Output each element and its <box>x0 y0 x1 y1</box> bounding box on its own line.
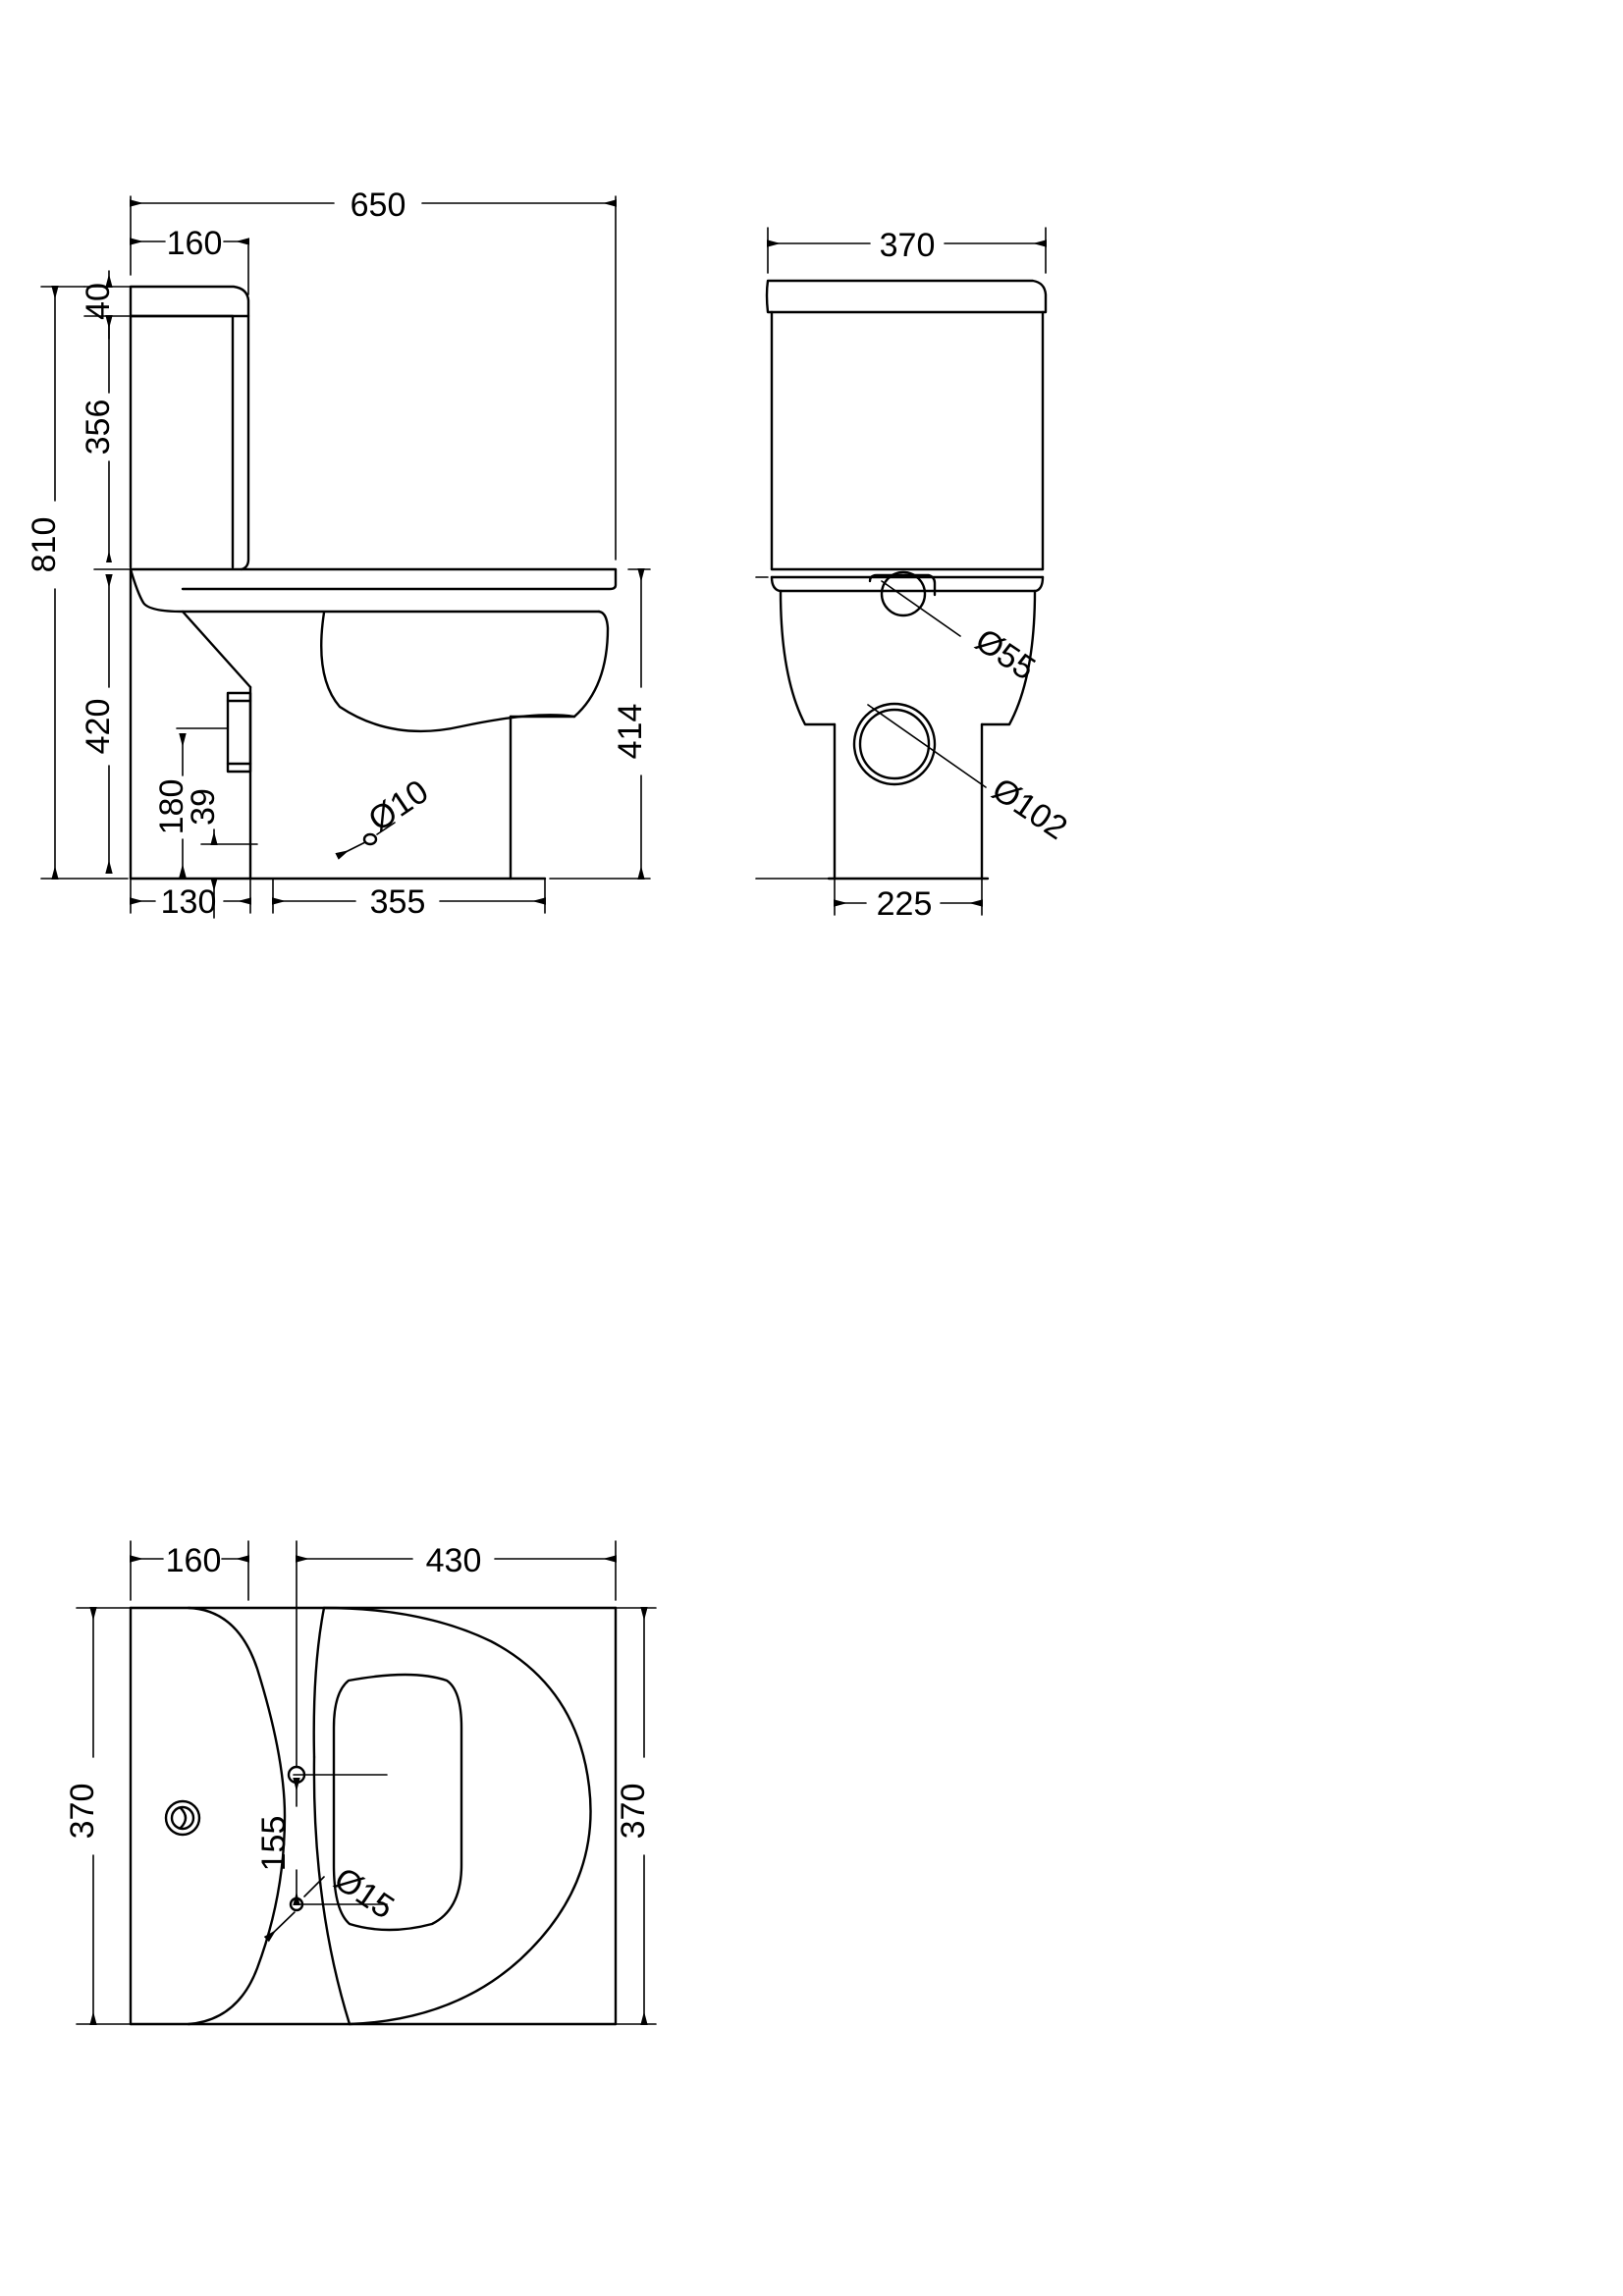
leader-dia10-b <box>376 822 396 835</box>
fv-cistern-lid <box>765 279 1048 314</box>
fv-pan-rim-outline <box>770 575 1045 593</box>
dim-label-fv370: 370 <box>880 227 936 264</box>
leader-dia10-a <box>335 841 366 860</box>
pan-rim-outline <box>129 567 618 591</box>
dim-label-650: 650 <box>351 187 406 224</box>
dim-label-355: 355 <box>370 883 426 921</box>
pv-bowl-outer-left-top <box>312 1606 326 1759</box>
dim-label-180: 180 <box>153 779 190 835</box>
dim-label-356: 356 <box>80 400 117 455</box>
pv-flush-hole-detail <box>179 1806 188 1830</box>
dim-label-414: 414 <box>612 704 649 760</box>
pv-seat-opening <box>332 1673 463 1932</box>
pv-flush-hole-inner <box>170 1805 195 1831</box>
dim-label-810: 810 <box>26 517 63 573</box>
dim-label-130: 130 <box>161 883 217 921</box>
dim-label-pv370-left: 370 <box>64 1784 101 1840</box>
leader-dia55 <box>881 580 961 637</box>
leader-dia15-b <box>303 1876 325 1897</box>
leader-dia15-a <box>263 1911 296 1943</box>
dim-label-pv430: 430 <box>426 1542 482 1579</box>
dim-label-225: 225 <box>877 885 933 923</box>
fv-inlet-recess <box>868 573 937 597</box>
dim-label-39: 39 <box>185 788 222 826</box>
cistern-front-face <box>129 314 235 569</box>
fv-pan-right-profile <box>980 589 1037 726</box>
pv-cistern-front-curve <box>187 1606 287 2026</box>
cistern-lid-outline <box>129 285 250 318</box>
pv-bowl-outer-left-bot <box>312 1755 352 2026</box>
floor-fixing-hole-icon <box>362 832 378 846</box>
dim-label-420: 420 <box>80 699 117 755</box>
outlet-hole-circle-outer <box>852 702 937 786</box>
outlet-hole-circle-inner <box>858 708 931 780</box>
pan-bowl-right <box>572 610 610 719</box>
fv-pan-left-profile <box>779 589 837 726</box>
leader-dia102 <box>867 704 987 788</box>
pan-shoulder-diagonal <box>181 610 252 689</box>
pv-bowl-outer <box>322 1606 592 2026</box>
drawing-geometry <box>40 195 1048 2026</box>
dim-label-160: 160 <box>167 225 223 262</box>
pan-upper-profile <box>129 567 601 614</box>
side-elevation-view <box>40 195 651 919</box>
dim-label-40: 40 <box>80 283 117 320</box>
inlet-hole-circle <box>880 570 927 617</box>
dim-label-155: 155 <box>255 1816 293 1872</box>
front-elevation-view <box>755 227 1048 916</box>
plan-view <box>76 1540 657 2026</box>
dim-label-pv160: 160 <box>166 1542 222 1579</box>
dia15-hole-marker <box>289 1896 304 1912</box>
dim-label-pv370-right: 370 <box>615 1784 652 1840</box>
pv-flush-hole-outer <box>164 1799 201 1837</box>
